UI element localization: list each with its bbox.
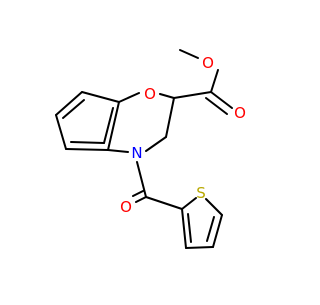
bond-th-c2-s bbox=[181, 197, 197, 210]
background bbox=[0, 0, 300, 300]
bond-c8a-c8 bbox=[81, 91, 120, 103]
bond-amide-co-a bbox=[135, 196, 147, 203]
bond-c2-o1 bbox=[159, 93, 175, 99]
atom-label-ring-nitrogen: N bbox=[131, 144, 142, 162]
bond-ester-c2 bbox=[173, 91, 212, 99]
bond-th-c5-c4 bbox=[212, 214, 223, 248]
bond-c7-c6 bbox=[55, 114, 67, 150]
structure-canvas: O O O N O S bbox=[0, 0, 300, 300]
bond-c8-c7 bbox=[55, 91, 83, 116]
bonds bbox=[55, 49, 233, 249]
bond-ester-co-a bbox=[210, 91, 233, 109]
bond-th-c4-c3 bbox=[185, 246, 214, 249]
bond-th-inner-1 bbox=[206, 216, 215, 242]
molecule-structure: O O O N O S bbox=[0, 0, 300, 300]
bond-th-inner-2 bbox=[187, 213, 192, 243]
bond-methyl-o bbox=[179, 49, 199, 59]
bond-amide-thiophene bbox=[145, 196, 183, 210]
atom-labels: O O O N O S bbox=[120, 54, 246, 216]
bond-c3-n bbox=[145, 136, 167, 152]
bond-th-c3-c2 bbox=[181, 208, 187, 249]
bond-o-ester-carbon bbox=[210, 69, 219, 93]
bond-c2-c3 bbox=[165, 97, 175, 138]
bond-c6-c5 bbox=[65, 148, 109, 151]
bond-aromatic-inner-1 bbox=[62, 99, 85, 119]
atom-label-thiophene-sulfur: S bbox=[196, 184, 206, 202]
atom-label-amide-oxygen: O bbox=[120, 198, 132, 216]
bond-o1-c8a bbox=[118, 92, 140, 103]
bond-amide-co-b bbox=[132, 190, 144, 197]
atom-label-ester-carbonyl-oxygen: O bbox=[234, 104, 246, 122]
bond-aromatic-inner-3 bbox=[103, 107, 114, 144]
bond-c8a-c4a bbox=[107, 101, 120, 151]
atom-label-ring-oxygen: O bbox=[144, 85, 156, 103]
bond-ester-co-b bbox=[205, 97, 228, 115]
bond-n-amide-c bbox=[136, 161, 147, 198]
bond-aromatic-inner-2 bbox=[70, 141, 105, 144]
atom-label-ester-ether-oxygen: O bbox=[202, 54, 214, 72]
bond-th-s-c5 bbox=[205, 198, 223, 216]
bond-n-c4a bbox=[107, 149, 129, 153]
